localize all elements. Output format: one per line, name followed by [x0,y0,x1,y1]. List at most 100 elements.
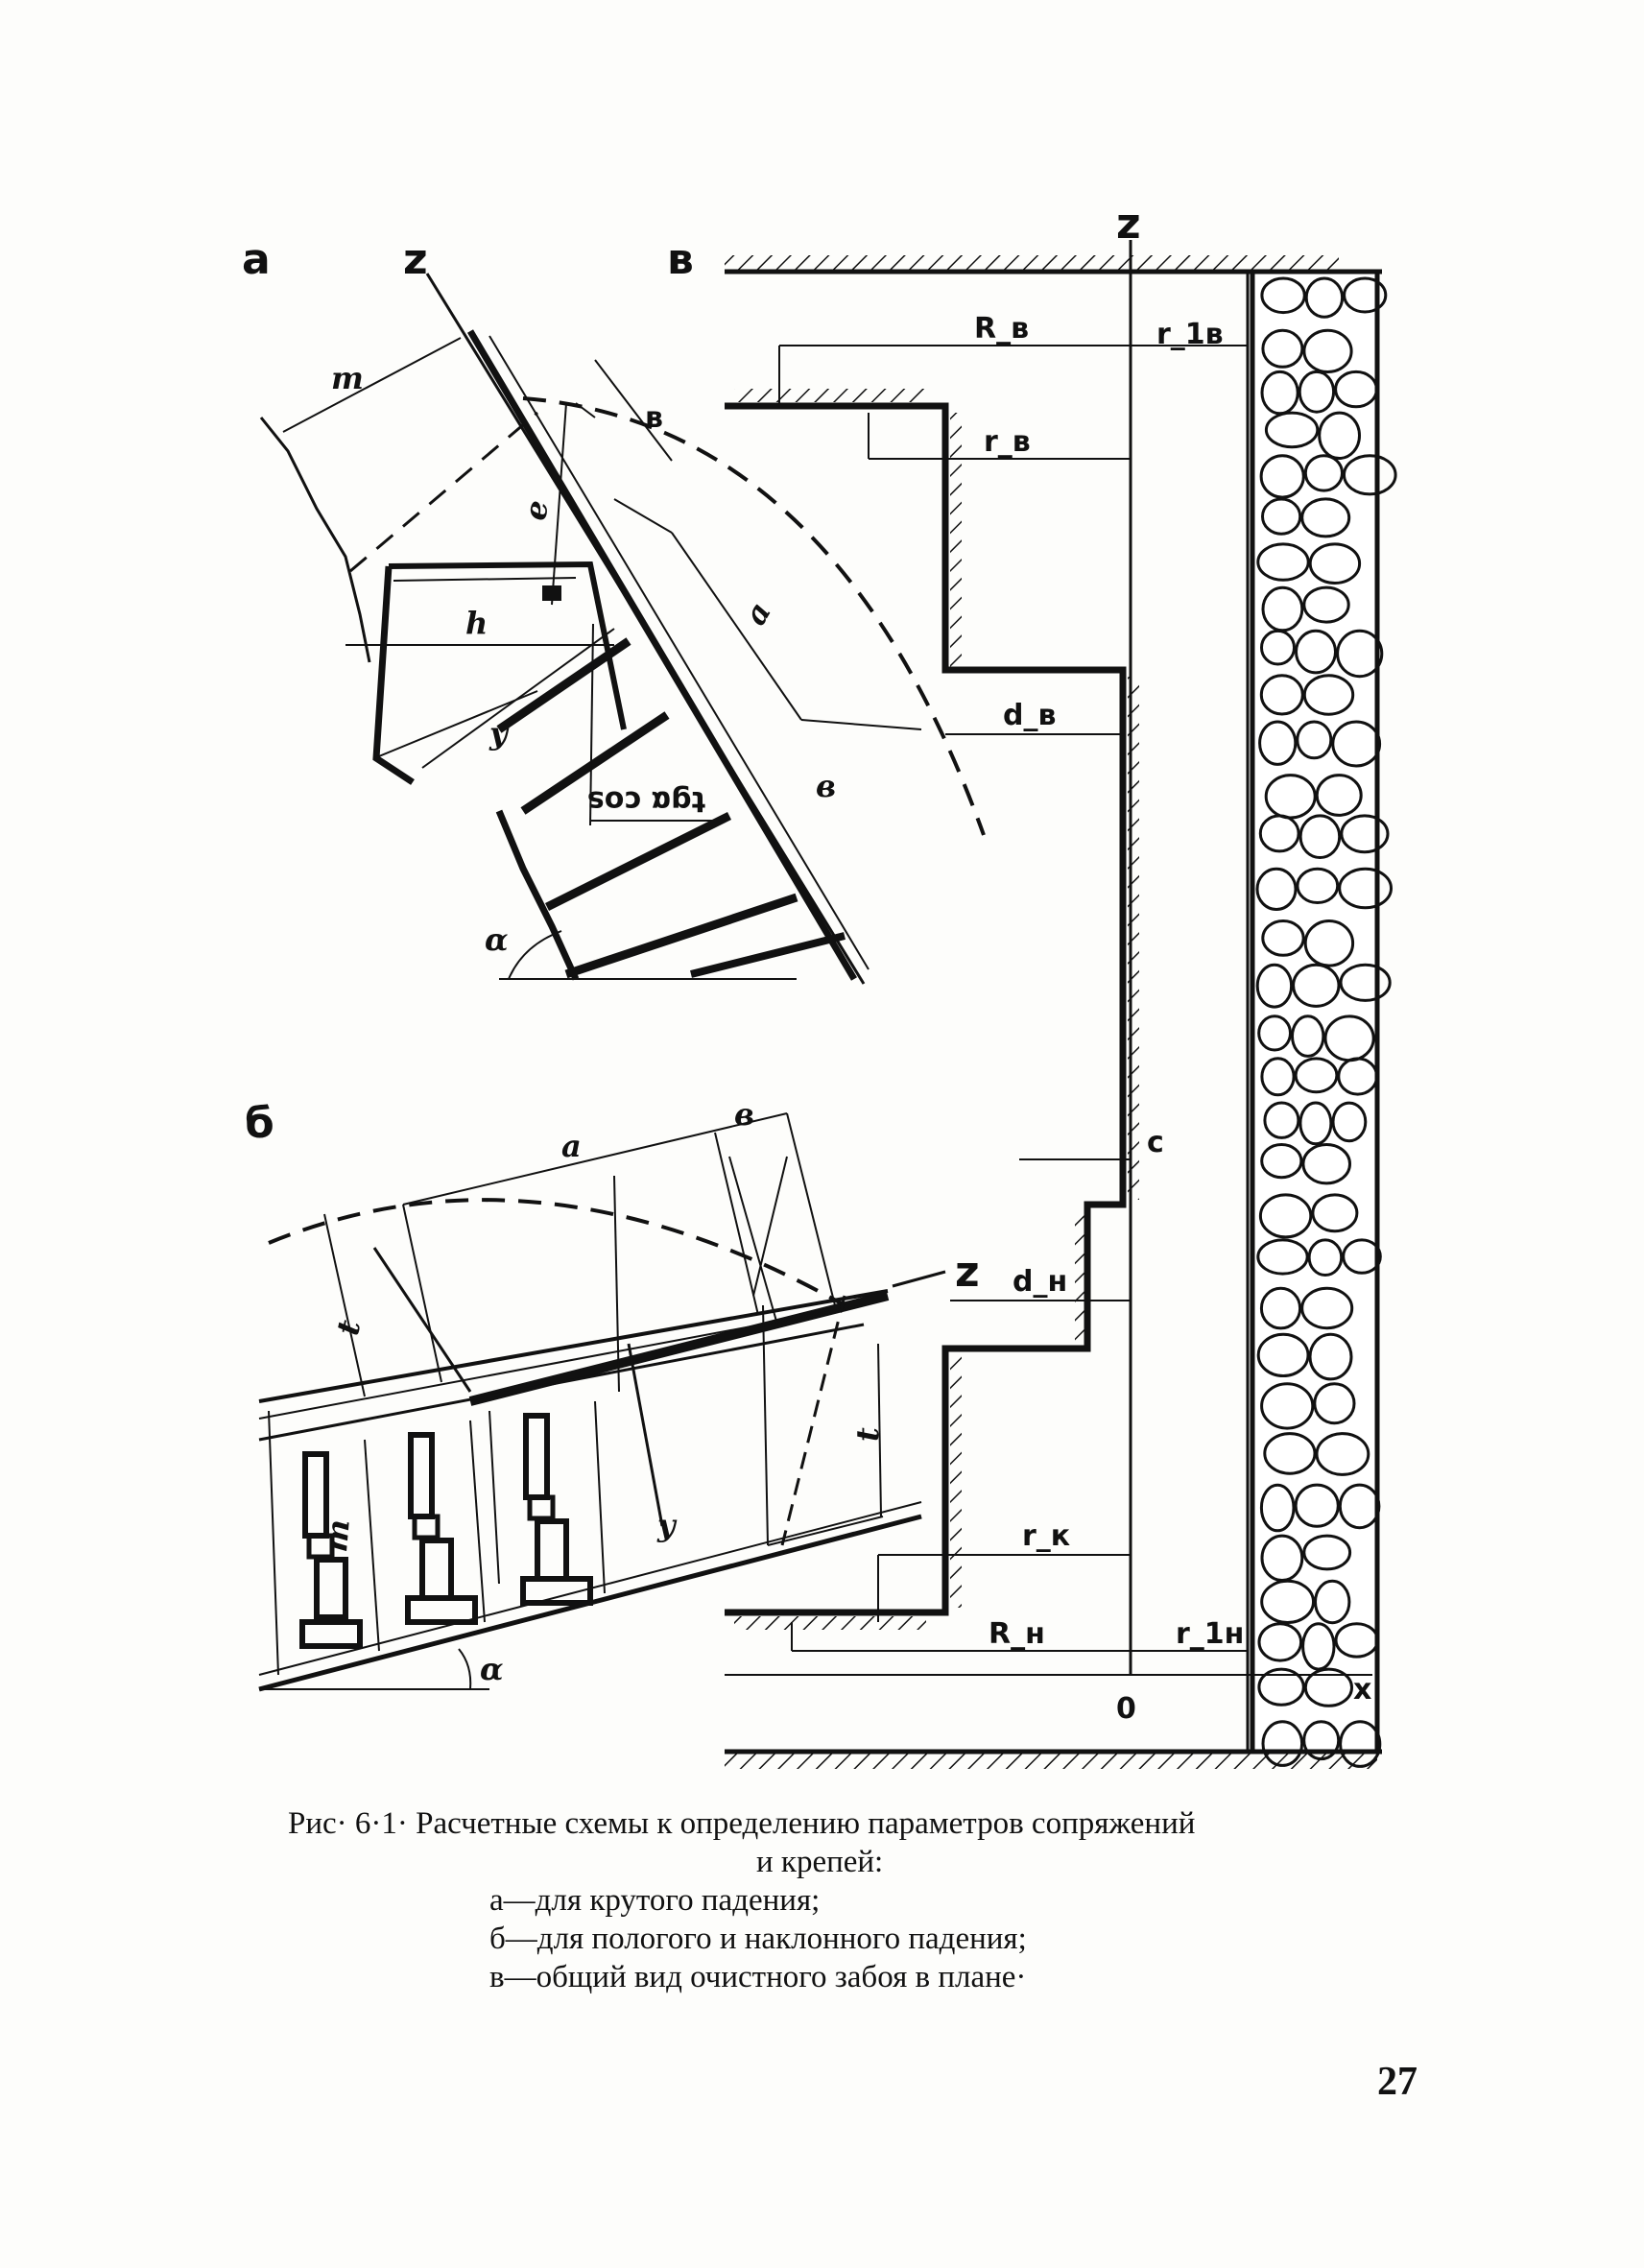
panel-a-z-axis-label: z [403,235,428,284]
rock-cobble [1259,1483,1296,1533]
rock-cobble [1303,919,1355,967]
rock-cobble [1256,542,1310,582]
panel-a-label-m: m [331,360,364,396]
rock-cobble [1339,963,1392,1002]
rock-cobble [1257,1015,1292,1052]
panel-a-seam-roof-inner [488,335,870,970]
rock-cobble [1300,497,1351,538]
rock-cobble [1260,629,1296,666]
rock-cobble [1259,454,1305,499]
rock-cobble [1263,1432,1317,1475]
panel-a-support-rungs [495,637,846,981]
panel-b-hydraulic-props: m [268,1400,606,1676]
rock-cobble [1337,1057,1379,1096]
caption-line-2: и крепей: [756,1845,884,1879]
panel-a-label-b: в [816,768,836,804]
rock-cobble [1338,867,1393,910]
rock-cobble [1302,585,1350,624]
panel-a-letter: a [242,235,271,284]
rock-cobble [1334,370,1378,409]
rock-cobble [1302,1720,1341,1761]
rock-cobble [1264,411,1320,449]
panel-a-seam-roof [466,329,858,981]
rock-cobble [1258,720,1298,766]
rock-cobble [1291,1015,1325,1058]
panel-b-seam-roof [258,1289,889,1403]
rock-cobble [1263,1101,1300,1139]
rock-cobble [1331,1101,1368,1143]
panel-b-label-h: t [849,1427,886,1442]
rock-cobble [1302,1534,1352,1571]
panel-a-diagram: a z m h e y [242,235,986,985]
panel-c-label-R-B: R_в [974,312,1029,346]
rock-cobble [1308,1332,1353,1381]
rock-cobble [1334,1622,1379,1659]
panel-b-label-y: y [656,1507,678,1543]
panel-a-label-alpha: α [485,921,509,958]
rock-cobble [1257,1622,1303,1662]
panel-a-label-e: e [516,497,556,523]
rock-cobble [1256,1238,1309,1276]
panel-b-z-axis-label: z [955,1248,980,1297]
rock-cobble [1298,370,1336,414]
rock-cobble [1338,1483,1381,1530]
rock-cobble [1261,328,1304,369]
rock-cobble [1336,629,1384,679]
rock-cobble [1295,629,1337,675]
rock-cobble [1261,497,1302,536]
rock-cobble [1292,963,1341,1008]
rock-cobble [1339,1720,1382,1768]
rock-cobble [1261,1720,1304,1767]
panel-a-dim-a [671,532,802,721]
rock-cobble [1255,867,1298,912]
panel-b-seam-roof-heavy [468,1291,890,1406]
panel-c-rock-mass [1246,269,1397,1768]
panel-c-label-r-1B: r_1в [1156,318,1224,351]
rock-cobble [1256,1332,1310,1378]
rock-cobble [1303,454,1345,492]
panel-b-dim-y [627,1343,664,1527]
rock-cobble [1303,1667,1354,1707]
panel-a-frame-inner [393,577,577,582]
panel-c-label-R-H: R_н [989,1617,1045,1651]
rock-cobble [1342,1238,1382,1275]
rock-cobble [1343,454,1397,496]
rock-cobble [1260,276,1306,315]
rock-cobble [1302,328,1353,373]
rock-cobble [1314,1579,1351,1625]
panel-a-label-b-top: в [645,401,663,435]
panel-c-diagram: в z 0 x R_в r_1в [667,200,1397,1769]
panel-c-label-d-B: d_в [1003,699,1056,732]
panel-c-label-c: c [1147,1126,1164,1159]
panel-a-dashed-arc [522,396,986,836]
panel-a-dim-y [373,690,538,759]
rock-cobble [1311,1193,1359,1233]
panel-c-origin-label: 0 [1116,1692,1136,1726]
rock-cobble [1340,814,1390,854]
rock-cobble [1260,1382,1315,1430]
panel-b-dashed-arc [268,1198,846,1307]
panel-c-label-r-K: r_к [1022,1519,1070,1553]
rock-cobble [1313,1382,1356,1425]
rock-cobble [1255,963,1294,1009]
panel-a-left-wall [259,417,371,663]
page-number: 27 [1377,2060,1418,2104]
panel-a-label-a: a [737,596,778,632]
panel-c-letter: в [667,235,694,284]
rock-cobble [1304,276,1345,319]
rock-cobble [1296,720,1333,760]
rock-cobble [1299,814,1342,860]
caption-item-a: а—для крутого падения; [489,1883,821,1918]
figure-caption: Рис· 6·1· Расчетные схемы к определению … [288,1804,1440,1996]
panel-c-face-outline [725,402,1127,1616]
panel-b-label-alpha: α [480,1651,504,1687]
rock-cobble [1300,1286,1354,1330]
rock-cobble [1315,1432,1370,1476]
rock-cobble [1260,1057,1296,1097]
panel-b-label-a: a [561,1128,582,1164]
panel-b-label-m: m [318,1517,357,1553]
panel-c-label-r-B: r_в [984,425,1031,459]
panel-a-dim-m [282,337,462,433]
rock-cobble [1294,1483,1340,1528]
